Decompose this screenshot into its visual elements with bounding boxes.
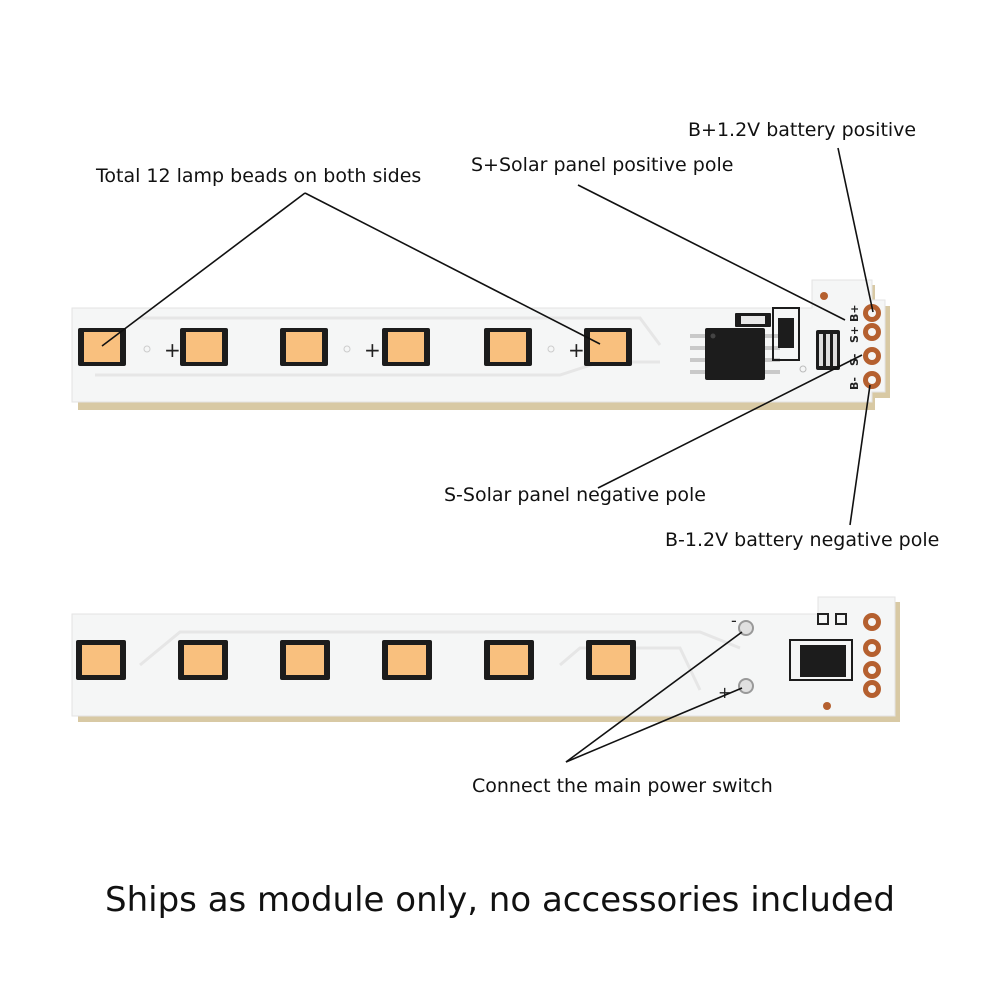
label-switch: Connect the main power switch xyxy=(472,775,773,797)
pad-label-b-minus: B- xyxy=(848,377,861,390)
bottom-led-2 xyxy=(178,640,228,680)
bottom-pcb-board: - + xyxy=(71,596,900,722)
pad-s-plus xyxy=(863,323,881,341)
bottom-pad-4 xyxy=(863,680,881,698)
label-s-plus: S+Solar panel positive pole xyxy=(471,154,734,176)
pad-s-minus xyxy=(863,347,881,365)
leader-b-minus xyxy=(849,384,871,526)
pad-label-b-plus: B+ xyxy=(848,304,861,322)
pad-label-s-minus: S- xyxy=(848,354,861,367)
leader-switch-neg xyxy=(565,631,743,763)
bottom-led-5 xyxy=(484,640,534,680)
label-lamp-beads: Total 12 lamp beads on both sides xyxy=(96,165,422,187)
pad-b-minus xyxy=(863,371,881,389)
top-plus-mark-1: + xyxy=(164,338,181,362)
bottom-led-4 xyxy=(382,640,432,680)
bottom-led-1 xyxy=(76,640,126,680)
driver-ic-chip xyxy=(690,328,780,380)
pad-b-plus xyxy=(863,304,881,322)
footer-note: Ships as module only, no accessories inc… xyxy=(105,880,895,920)
top-led-5 xyxy=(484,328,532,366)
leader-s-minus xyxy=(597,354,863,489)
pad-label-s-plus: S+ xyxy=(848,326,861,343)
leader-lamp-left xyxy=(101,192,306,347)
top-led-2 xyxy=(180,328,228,366)
bottom-led-6 xyxy=(586,640,636,680)
bottom-pad-1 xyxy=(863,613,881,631)
top-plus-mark-3: + xyxy=(568,338,585,362)
switch-contact-negative xyxy=(738,620,754,636)
top-led-3 xyxy=(280,328,328,366)
leader-lamp-right xyxy=(304,192,601,345)
bottom-minus-mark: - xyxy=(731,611,737,630)
bottom-pad-3 xyxy=(863,661,881,679)
leader-b-plus xyxy=(837,147,874,313)
bottom-led-3 xyxy=(280,640,330,680)
label-b-minus: B-1.2V battery negative pole xyxy=(665,529,940,551)
top-pcb-board: + + + xyxy=(71,279,890,410)
switch-contact-positive xyxy=(738,678,754,694)
label-b-plus: B+1.2V battery positive xyxy=(688,119,917,141)
top-led-4 xyxy=(382,328,430,366)
leader-lines xyxy=(101,147,874,763)
leader-s-plus xyxy=(577,184,846,321)
bottom-pad-2 xyxy=(863,639,881,657)
top-plus-mark-2: + xyxy=(364,338,381,362)
leader-switch-pos xyxy=(565,687,743,763)
top-led-6 xyxy=(584,328,632,366)
label-s-minus: S-Solar panel negative pole xyxy=(444,484,706,506)
